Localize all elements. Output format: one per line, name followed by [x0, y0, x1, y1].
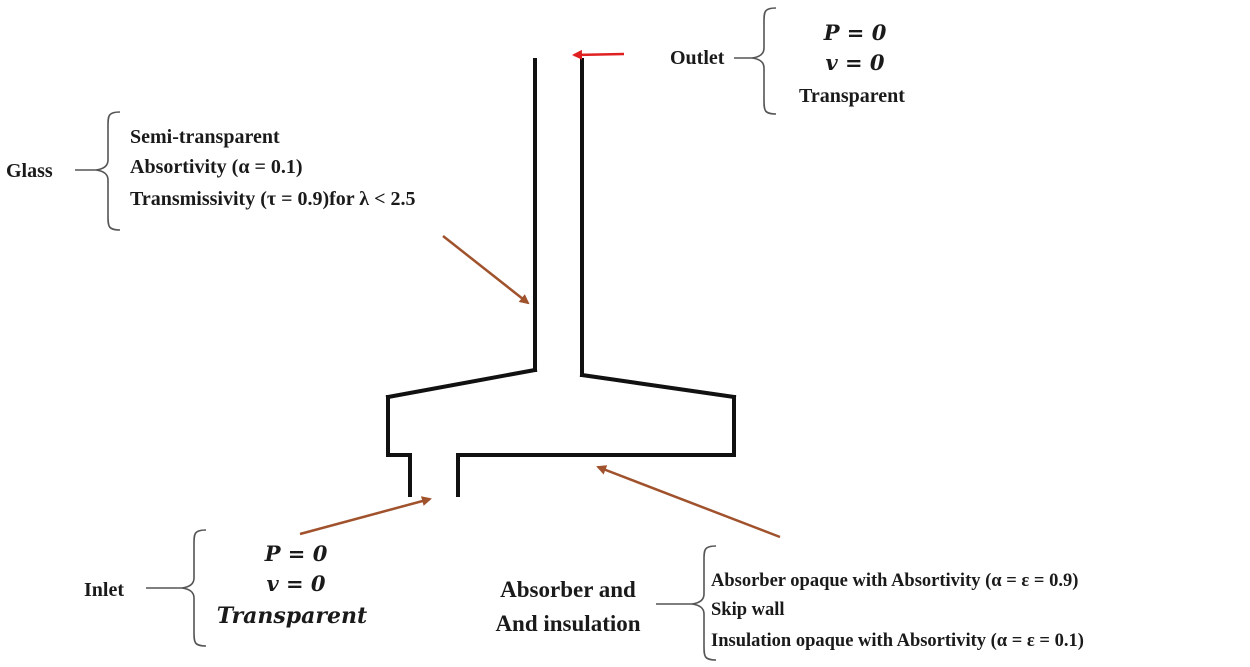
absorber-title-line1: Absorber and	[500, 577, 636, 602]
glass-bracket	[95, 111, 121, 231]
collector-roof-right	[579, 372, 737, 400]
outlet-arrow	[572, 49, 625, 60]
outlet-velocity-condition: v = 0	[825, 50, 884, 75]
inlet-transparent-label: Transparent	[217, 603, 367, 629]
inlet-bracket	[181, 529, 207, 647]
outlet-pressure-condition: P = 0	[823, 20, 887, 45]
skip-wall-label: Skip wall	[711, 600, 785, 620]
collector-roof-left	[385, 367, 538, 400]
chimney-outline	[385, 58, 737, 497]
outlet-bracket	[751, 7, 777, 115]
outlet-title: Outlet	[670, 47, 725, 69]
absorber-opaque-label: Absorber opaque with Absortivity (α = ε …	[711, 571, 1078, 591]
absorber-pointer-arrow	[596, 465, 781, 539]
glass-pointer-arrow	[442, 235, 530, 305]
glass-transmissivity-label: Transmissivity (τ = 0.9)for λ < 2.5	[130, 188, 416, 210]
glass-absorptivity-label: Absortivity (α = 0.1)	[130, 156, 303, 178]
inlet-pointer-arrow	[299, 496, 432, 536]
absorber-title-line2: And insulation	[495, 611, 640, 636]
inlet-velocity-condition: v = 0	[266, 571, 325, 596]
inlet-pressure-condition: P = 0	[264, 541, 328, 566]
glass-title: Glass	[6, 160, 53, 182]
glass-semitransparent-label: Semi-transparent	[130, 126, 280, 148]
outlet-transparent-label: Transparent	[799, 85, 905, 107]
inlet-title: Inlet	[84, 579, 124, 601]
insulation-opaque-label: Insulation opaque with Absortivity (α = …	[711, 631, 1084, 651]
